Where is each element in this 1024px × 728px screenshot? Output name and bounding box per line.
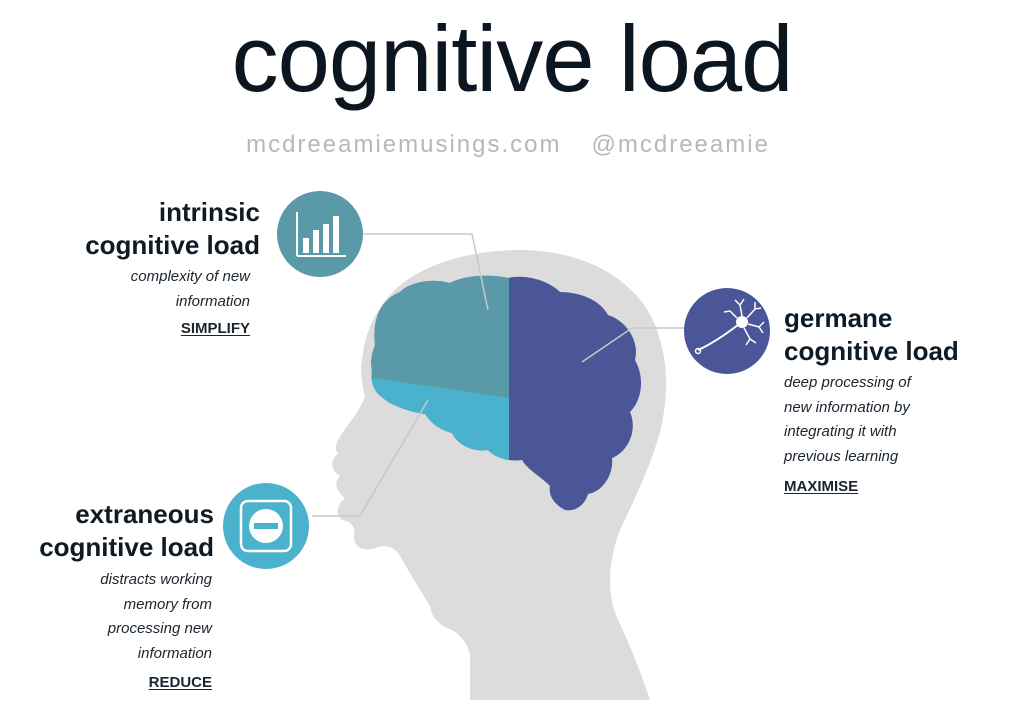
subtitle: mcdreeamiemusings.com @mcdreeamie <box>0 130 1016 160</box>
extraneous-connector <box>312 399 429 517</box>
intrinsic-heading-line2: cognitive load <box>85 230 260 260</box>
maximise-link[interactable]: MAXIMISE <box>784 478 859 495</box>
germane-desc-line4: previous learning <box>784 447 899 465</box>
germane-heading: germane cognitive load <box>784 302 1014 368</box>
extraneous-desc-line3: processing new <box>107 620 212 637</box>
bar-chart-icon <box>277 191 363 277</box>
intrinsic-desc-line2: information <box>175 292 250 310</box>
germane-desc-line1: deep processing of <box>784 374 911 391</box>
neuron-icon <box>684 288 770 374</box>
germane-heading-line2: cognitive load <box>784 336 959 366</box>
germane-heading-line1: germane <box>784 303 893 333</box>
intrinsic-connector <box>362 233 489 311</box>
intrinsic-desc-line1: complexity of new <box>130 268 250 285</box>
extraneous-heading-line1: extraneous <box>75 499 214 529</box>
reduce-link[interactable]: REDUCE <box>148 674 212 691</box>
extraneous-desc-line2: memory from <box>123 595 212 613</box>
extraneous-heading: extraneous cognitive load <box>10 498 214 564</box>
germane-desc-line2: new information by <box>784 398 910 416</box>
page-title: cognitive load <box>231 6 794 111</box>
intrinsic-heading: intrinsic cognitive load <box>40 196 260 262</box>
extraneous-desc-line1: distracts working <box>100 571 212 588</box>
extraneous-heading-line2: cognitive load <box>39 532 214 562</box>
intrinsic-region <box>371 275 509 398</box>
extraneous-description: distracts working memory from processing… <box>10 568 212 666</box>
website-text: mcdreeamiemusings.com <box>246 131 562 158</box>
handle-text: @mcdreeamie <box>591 131 770 158</box>
germane-desc-line3: integrating it with <box>784 423 897 440</box>
minus-sign-icon <box>223 483 309 569</box>
extraneous-desc-line4: information <box>137 644 212 662</box>
germane-description: deep processing of new information by in… <box>784 371 1004 469</box>
intrinsic-description: complexity of new information <box>40 265 250 314</box>
germane-connector <box>581 327 686 363</box>
intrinsic-heading-line1: intrinsic <box>158 197 260 227</box>
simplify-link[interactable]: SIMPLIFY <box>180 320 250 337</box>
